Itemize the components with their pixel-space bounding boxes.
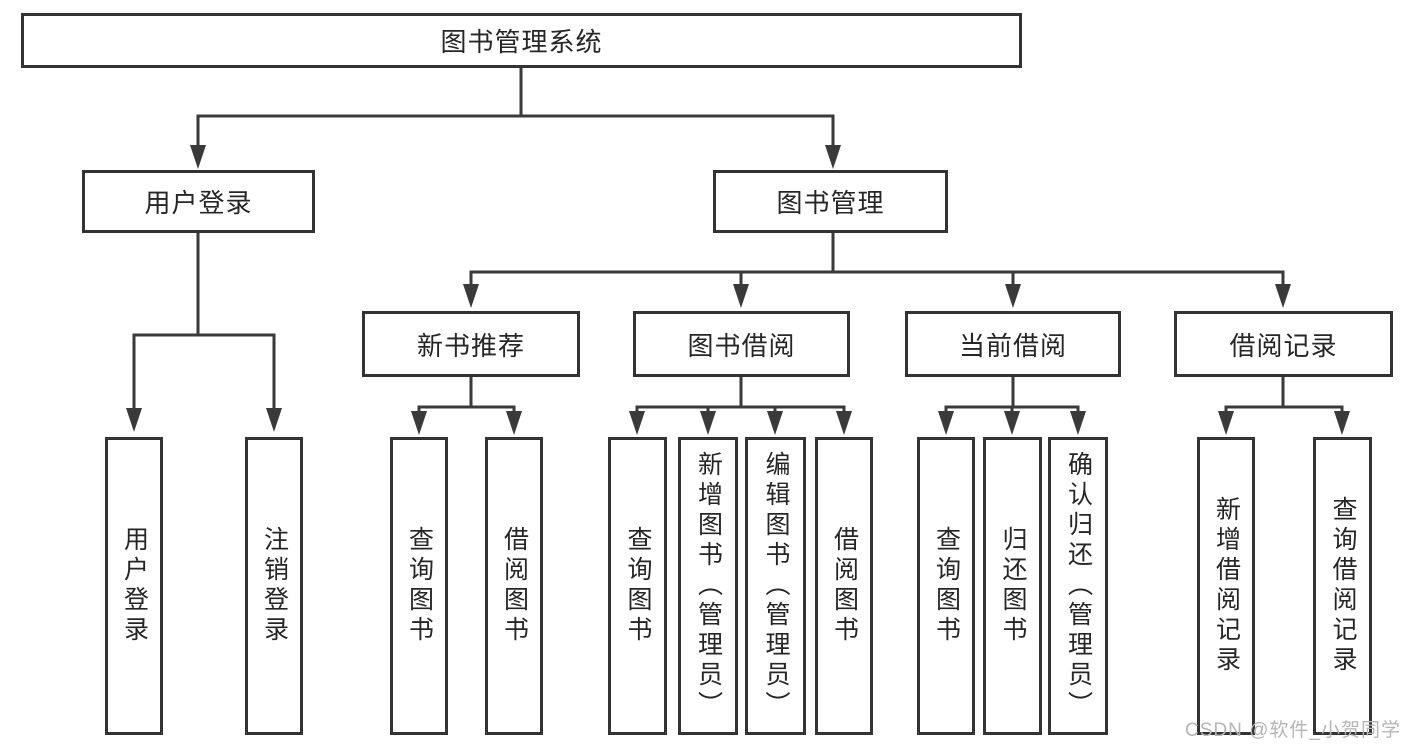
leaf-bb-add-books-admin-label: 新增图书（管理员） [694, 451, 723, 721]
arrowhead [836, 411, 852, 435]
node-book-borrow: 图书借阅 [633, 311, 850, 377]
node-book-borrow-label: 图书借阅 [687, 330, 796, 361]
tree-edges [132, 66, 1344, 416]
leaf-br-query-record: 查询借阅记录 [1313, 437, 1372, 735]
leaf-br-add-record: 新增借阅记录 [1197, 437, 1255, 735]
leaf-cb-return-books-label: 归还图书 [999, 526, 1027, 646]
arrowhead [1275, 284, 1291, 308]
leaf-user-login-label: 用户登录 [120, 526, 149, 646]
node-borrow-records-label: 借阅记录 [1229, 330, 1338, 361]
leaf-bb-borrow-books-label: 借阅图书 [830, 526, 859, 646]
leaf-nb-query-books: 查询图书 [390, 437, 448, 735]
leaf-bb-edit-books-admin-label: 编辑图书（管理员） [762, 451, 790, 721]
leaf-bb-add-books-admin: 新增图书（管理员） [678, 437, 738, 735]
leaf-bb-edit-books-admin: 编辑图书（管理员） [745, 437, 806, 735]
arrowhead [463, 284, 479, 308]
arrowhead [700, 411, 716, 435]
arrowhead [1218, 411, 1234, 435]
leaf-logout: 注销登录 [245, 437, 303, 735]
leaf-nb-borrow-books-label: 借阅图书 [500, 526, 529, 646]
node-current-borrow: 当前借阅 [905, 311, 1121, 377]
leaf-cb-query-books: 查询图书 [917, 437, 975, 735]
node-book-management: 图书管理 [713, 170, 948, 233]
node-user-login: 用户登录 [82, 170, 315, 233]
leaf-br-add-record-label: 新增借阅记录 [1212, 496, 1241, 676]
arrowhead [1070, 411, 1086, 435]
arrowhead [190, 145, 206, 169]
arrowhead [733, 284, 749, 308]
node-current-borrow-label: 当前借阅 [958, 330, 1067, 361]
node-root-label: 图书管理系统 [440, 27, 603, 57]
node-new-book-recommend: 新书推荐 [362, 311, 580, 377]
arrowhead [266, 408, 282, 432]
arrowhead [1004, 411, 1020, 435]
arrowhead [126, 408, 142, 432]
leaf-cb-confirm-return-admin-label: 确认归还（管理员） [1064, 451, 1093, 721]
leaf-cb-confirm-return-admin: 确认归还（管理员） [1048, 437, 1108, 735]
leaf-logout-label: 注销登录 [260, 526, 289, 646]
leaf-nb-query-books-label: 查询图书 [405, 526, 434, 646]
node-borrow-records: 借阅记录 [1174, 311, 1393, 377]
leaf-bb-query-books-label: 查询图书 [624, 526, 652, 646]
arrowhead [1005, 284, 1021, 308]
leaf-br-query-record-label: 查询借阅记录 [1329, 496, 1357, 676]
leaf-bb-query-books: 查询图书 [608, 437, 667, 735]
arrowhead [825, 145, 841, 169]
arrowhead [506, 411, 522, 435]
node-root: 图书管理系统 [21, 13, 1022, 68]
arrowhead [629, 411, 645, 435]
node-new-book-recommend-label: 新书推荐 [416, 330, 525, 361]
csdn-watermark: CSDN @软件_小贺同学 [1185, 720, 1401, 741]
leaf-nb-borrow-books: 借阅图书 [485, 437, 543, 735]
arrowhead [411, 411, 427, 435]
arrowhead [938, 411, 954, 435]
leaf-cb-query-books-label: 查询图书 [932, 526, 961, 646]
arrowhead [767, 411, 783, 435]
leaf-cb-return-books: 归还图书 [983, 437, 1042, 735]
node-user-login-label: 用户登录 [144, 188, 253, 218]
node-book-management-label: 图书管理 [776, 188, 885, 218]
arrowhead [1334, 411, 1350, 435]
leaf-bb-borrow-books: 借阅图书 [815, 437, 873, 735]
leaf-user-login: 用户登录 [105, 437, 163, 735]
